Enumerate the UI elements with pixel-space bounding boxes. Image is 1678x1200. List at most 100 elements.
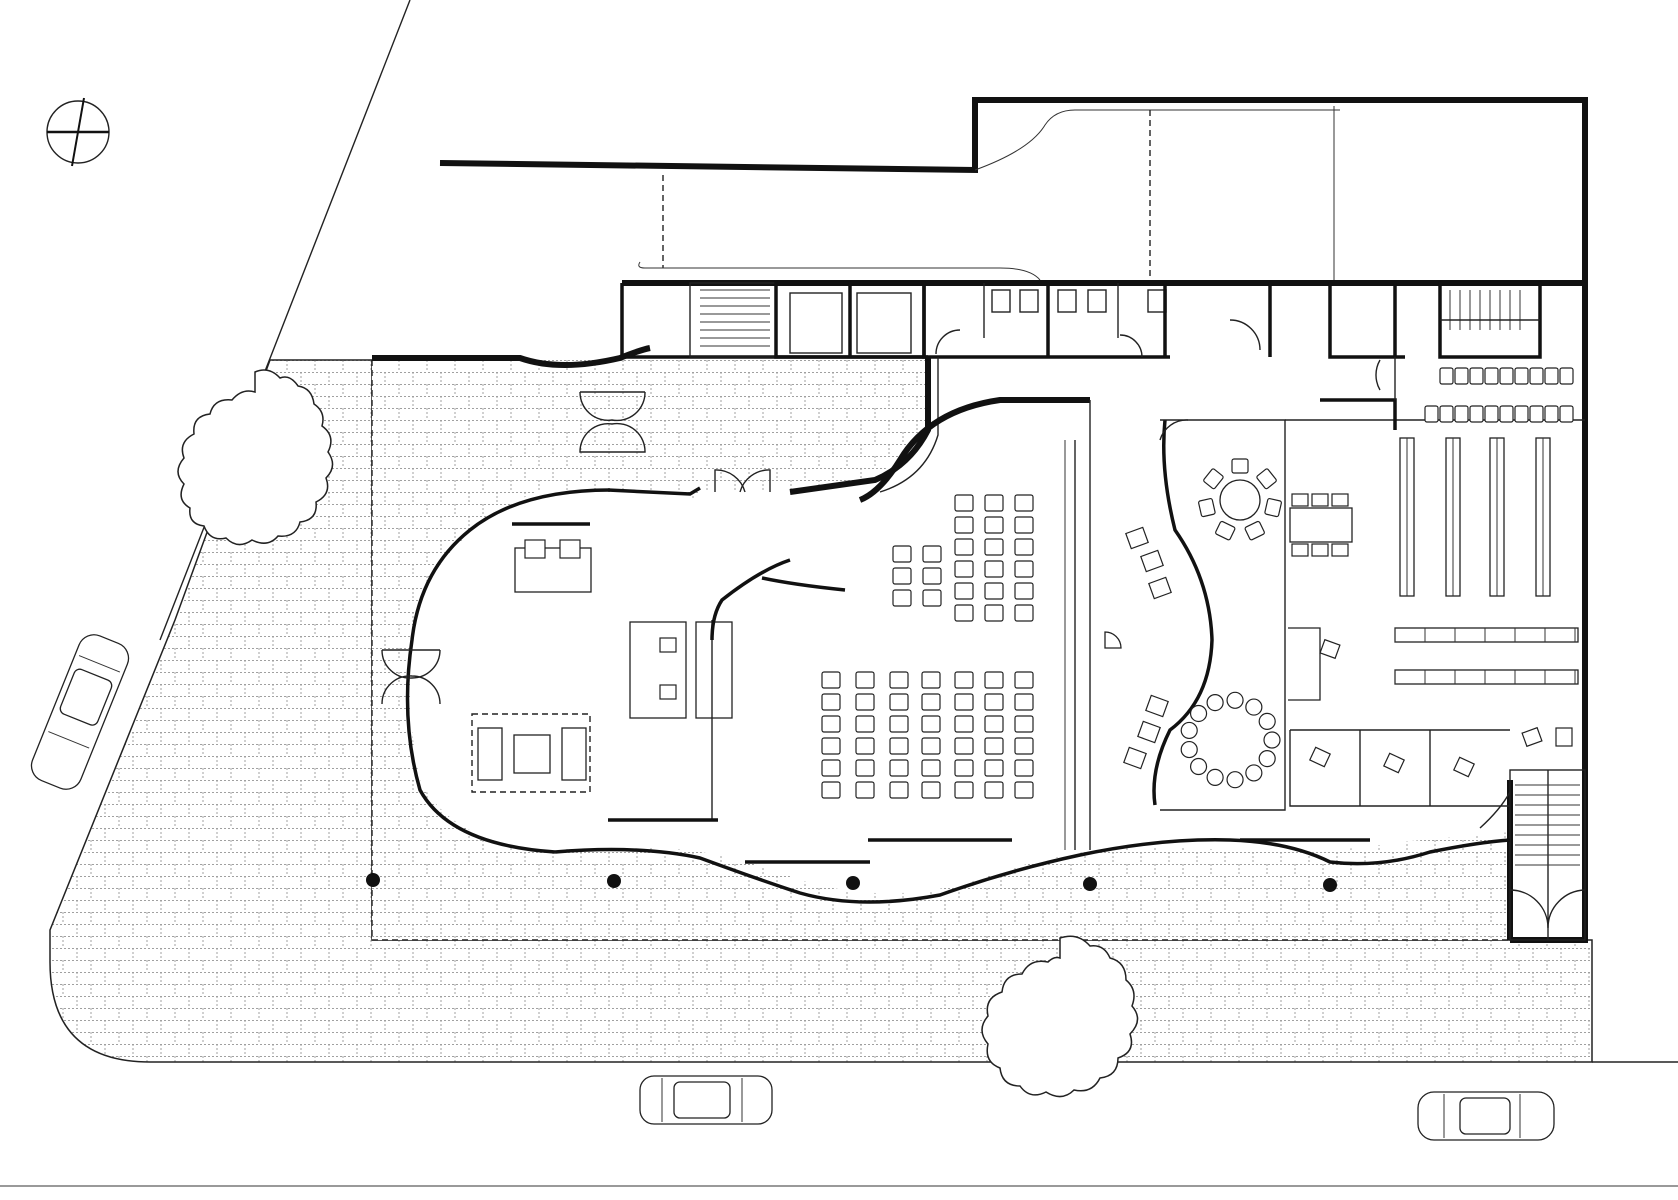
auditorium-seating [821, 494, 1034, 799]
study-table [1289, 493, 1353, 557]
seat [1469, 405, 1484, 423]
seat [892, 545, 912, 563]
stool [1189, 757, 1208, 776]
seat [1014, 582, 1034, 600]
seat [821, 737, 841, 755]
seat [889, 781, 909, 799]
seat [922, 567, 942, 585]
seat [855, 693, 875, 711]
seat [954, 516, 974, 534]
seat [921, 737, 941, 755]
stool [1180, 740, 1198, 759]
seat [984, 737, 1004, 755]
bookstacks [1394, 437, 1579, 685]
round-table [1219, 479, 1261, 521]
stool [1189, 704, 1208, 723]
seat [889, 715, 909, 733]
seat [821, 781, 841, 799]
carrels [1289, 726, 1573, 807]
seat [954, 582, 974, 600]
seat [1514, 367, 1529, 385]
seat [892, 589, 912, 607]
entrance-door-west [381, 649, 441, 705]
seat [1424, 405, 1439, 423]
seat [1014, 759, 1034, 777]
seat [984, 671, 1004, 689]
seat [984, 781, 1004, 799]
seat [984, 715, 1004, 733]
seat [1264, 498, 1282, 518]
car-icon [639, 1075, 773, 1125]
stair-west [700, 289, 770, 347]
stool [1180, 721, 1198, 740]
seat [1469, 367, 1484, 385]
seat [1231, 458, 1249, 474]
north-arrow-icon [46, 97, 110, 167]
seat [855, 671, 875, 689]
entrance-door-lobby [714, 469, 771, 493]
stool [1226, 691, 1244, 709]
seat [984, 759, 1004, 777]
stool [1258, 749, 1276, 768]
seat [1529, 367, 1544, 385]
auditorium [710, 400, 1091, 864]
seat [922, 545, 942, 563]
stool [1245, 698, 1263, 716]
seat [1544, 367, 1559, 385]
bookstack [1394, 627, 1579, 643]
seat [889, 671, 909, 689]
lobby-envelope [372, 345, 1090, 854]
seat [954, 494, 974, 512]
stool [1226, 771, 1244, 789]
seat [1559, 367, 1574, 385]
seat [821, 715, 841, 733]
seat [1014, 538, 1034, 556]
bookstack [1394, 669, 1579, 685]
info-counter [608, 620, 733, 822]
stool [1206, 768, 1224, 787]
seat [954, 781, 974, 799]
seat [889, 759, 909, 777]
seat [1244, 520, 1265, 541]
stool [1245, 764, 1263, 782]
service-yard [439, 97, 1588, 283]
library-reading-chairs [1424, 367, 1574, 423]
car-icon [30, 634, 130, 790]
reading-area [1104, 419, 1286, 811]
seat [954, 671, 974, 689]
seat [1514, 405, 1529, 423]
seat [921, 781, 941, 799]
seat [1014, 494, 1034, 512]
seat [954, 604, 974, 622]
seat [889, 693, 909, 711]
seat [1014, 715, 1034, 733]
seat [954, 538, 974, 556]
seat [1198, 498, 1216, 518]
seat [892, 567, 912, 585]
seat [1215, 520, 1236, 541]
seat [1544, 405, 1559, 423]
seat [921, 693, 941, 711]
seat [954, 737, 974, 755]
seat [855, 759, 875, 777]
seat [954, 759, 974, 777]
seat [1454, 367, 1469, 385]
seat [1014, 560, 1034, 578]
seat [1014, 737, 1034, 755]
tree-icon [981, 935, 1139, 1098]
stool [1258, 712, 1276, 731]
seat [1439, 367, 1454, 385]
seat [1014, 693, 1034, 711]
seat [889, 737, 909, 755]
stair-east [1438, 281, 1542, 359]
seat [984, 538, 1004, 556]
seat [921, 671, 941, 689]
seat [922, 589, 942, 607]
seat [984, 582, 1004, 600]
seat [821, 759, 841, 777]
column-icon [366, 873, 1337, 892]
seat [1014, 604, 1034, 622]
seat [1484, 405, 1499, 423]
seat [921, 715, 941, 733]
